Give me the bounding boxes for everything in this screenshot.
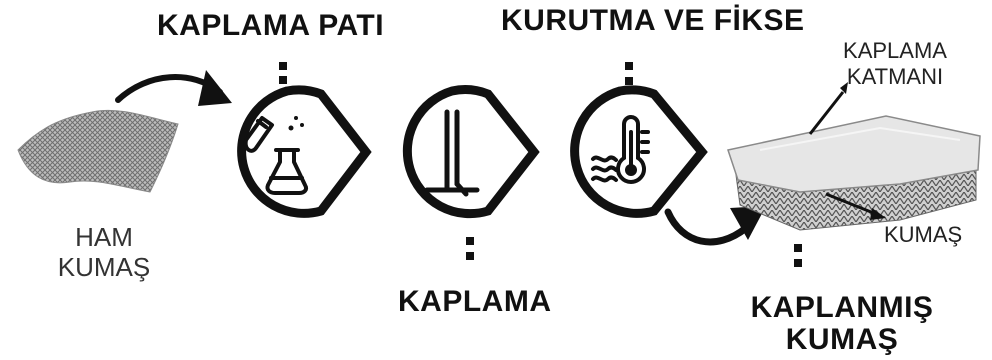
coating-layer-label: KAPLAMA KATMANI — [820, 38, 970, 90]
coated-fabric-label: KAPLANMIŞ KUMAŞ — [737, 292, 947, 356]
raw-fabric-image — [18, 110, 178, 192]
raw-fabric-line1: HAM — [54, 222, 154, 252]
fabric-label: KUMAŞ — [884, 222, 962, 248]
coating-paste-label: KAPLAMA PATI — [157, 9, 384, 43]
raw-fabric-label: HAM KUMAŞ — [54, 222, 154, 282]
coating-shape — [407, 90, 534, 214]
coating-label: KAPLAMA — [398, 285, 552, 319]
coating-paste-shape — [242, 90, 366, 213]
coated-fabric-image — [728, 116, 980, 230]
curved-arrow-icon — [668, 206, 766, 242]
raw-fabric-line2: KUMAŞ — [54, 252, 154, 282]
coating-layer-line2: KATMANI — [820, 64, 970, 90]
drying-fixing-label: KURUTMA VE FİKSE — [501, 4, 805, 38]
coating-layer-line1: KAPLAMA — [820, 38, 970, 64]
coated-fabric-line2: KUMAŞ — [737, 324, 947, 356]
curved-arrow-icon — [118, 70, 232, 106]
coated-fabric-line1: KAPLANMIŞ — [737, 292, 947, 324]
